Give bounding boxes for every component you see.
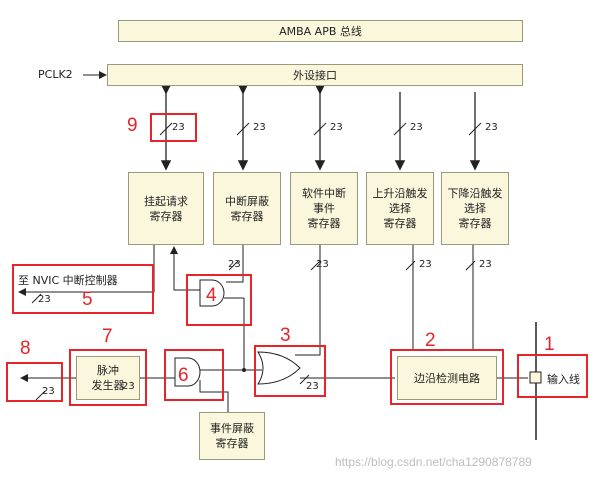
callout-number-2: 2 [425,330,436,351]
callout-box-5 [12,264,154,314]
callout-number-5: 5 [82,289,93,310]
event-mask-register: 事件屏蔽 寄存器 [199,412,265,460]
bus-width-label: 23 [306,381,319,392]
bus-width-label: 23 [419,259,432,270]
callout-box-2 [390,349,504,405]
pulse-generator-label: 脉冲 发生器 [91,364,125,392]
callout-box-4 [186,274,252,326]
peripheral-interface: 外设接口 [107,64,523,86]
callout-number-6: 6 [178,365,189,386]
bus-width-label: 23 [42,386,55,397]
callout-box-1 [517,354,588,398]
peripheral-interface-label: 外设接口 [293,68,337,82]
nvic-label: 至 NVIC 中断控制器 [18,274,118,287]
rising-edge-register: 上升沿触发 选择 寄存器 [366,172,434,245]
bus-width-label: 23 [38,294,51,305]
rising-edge-register-label: 上升沿触发 选择 寄存器 [372,187,428,230]
pclk2-label: PCLK2 [38,68,73,81]
input-pin [529,371,542,384]
interrupt-mask-register-label: 中断屏蔽 寄存器 [225,194,269,223]
bus-width-label: 23 [316,259,329,270]
edge-detect-circuit-label: 边沿检测电路 [414,371,480,385]
pending-register: 挂起请求 寄存器 [128,172,204,245]
falling-edge-register: 下降沿触发 选择 寄存器 [441,172,509,245]
callout-box-7 [69,349,147,406]
software-interrupt-register-label: 软件中断 事件 寄存器 [302,187,346,230]
callout-number-3: 3 [280,325,291,346]
software-interrupt-register: 软件中断 事件 寄存器 [290,172,358,245]
callout-number-8: 8 [20,338,31,359]
callout-box-9 [150,113,197,142]
event-mask-register-label: 事件屏蔽 寄存器 [210,422,254,450]
interrupt-and-gate [199,279,225,307]
falling-edge-register-label: 下降沿触发 选择 寄存器 [447,187,503,230]
callout-number-7: 7 [102,326,113,347]
input-line-label: 输入线 [547,373,580,386]
bus-width-label: 23 [228,259,241,270]
callout-box-8 [6,362,63,402]
or-gate [257,351,301,385]
callout-number-1: 1 [544,334,555,355]
bus-width-label: 23 [253,122,266,133]
callout-box-3 [254,345,326,397]
bus-width-label: 23 [410,122,423,133]
callout-box-6 [164,349,224,401]
bus-width-label: 23 [122,381,135,392]
bus-width-label: 23 [485,122,498,133]
callout-number-9: 9 [127,115,138,136]
amba-apb-bus: AMBA APB 总线 [118,20,523,42]
watermark: https://blog.csdn.net/cha1290878789 [335,455,532,469]
edge-detect-circuit: 边沿检测电路 [397,356,497,400]
pending-register-label: 挂起请求 寄存器 [144,194,188,223]
bus-width-label: 23 [172,122,185,133]
interrupt-mask-register: 中断屏蔽 寄存器 [213,172,281,245]
bus-width-label: 23 [479,259,492,270]
pulse-generator: 脉冲 发生器 [76,356,140,400]
bus-width-label: 23 [330,122,343,133]
callout-number-4: 4 [206,285,217,306]
event-and-gate [174,357,201,387]
amba-apb-bus-label: AMBA APB 总线 [279,24,362,38]
